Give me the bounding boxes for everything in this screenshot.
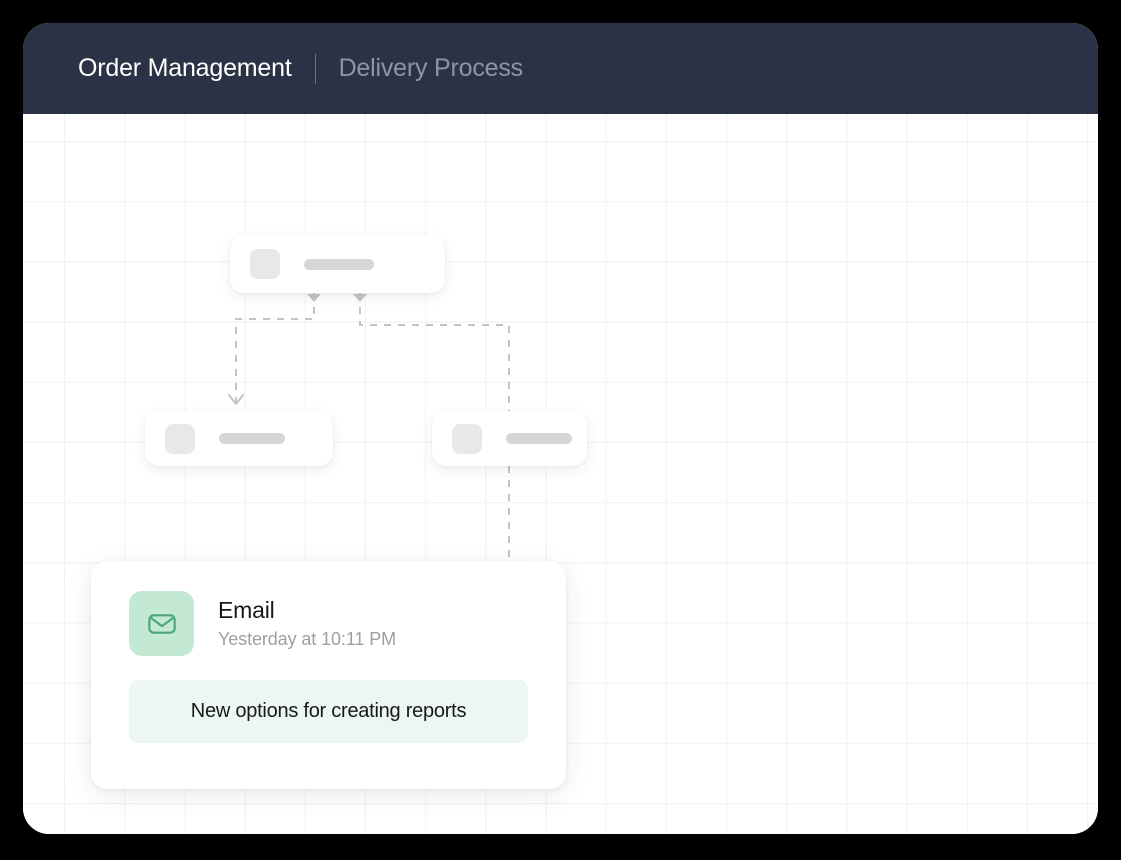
flow-node-left[interactable] bbox=[145, 411, 333, 466]
breadcrumb-item-order-management[interactable]: Order Management bbox=[78, 54, 292, 82]
breadcrumb-separator bbox=[314, 53, 316, 84]
breadcrumb-item-delivery-process[interactable]: Delivery Process bbox=[338, 54, 524, 82]
notification-timestamp: Yesterday at 10:11 PM bbox=[218, 628, 397, 649]
notification-title: Email bbox=[218, 597, 275, 624]
breadcrumb: Order Management Delivery Process bbox=[78, 53, 524, 84]
flow-node-top[interactable] bbox=[230, 235, 445, 293]
flow-node-icon-placeholder bbox=[165, 423, 195, 454]
flow-node-icon-placeholder bbox=[452, 423, 482, 454]
notification-header: Email Yesterday at 10:11 PM bbox=[129, 591, 528, 656]
flow-node-label-placeholder bbox=[506, 433, 572, 444]
notification-message-banner[interactable]: New options for creating reports bbox=[129, 680, 528, 743]
flow-node-icon-placeholder bbox=[250, 249, 280, 279]
notification-card[interactable]: Email Yesterday at 10:11 PM New options … bbox=[91, 561, 566, 789]
flow-canvas[interactable]: Email Yesterday at 10:11 PM New options … bbox=[23, 114, 1098, 834]
notification-meta: Email Yesterday at 10:11 PM bbox=[218, 597, 396, 649]
arrowhead-down-left-node bbox=[228, 394, 244, 405]
arrowhead-up-right bbox=[353, 294, 367, 302]
app-window: Order Management Delivery Process bbox=[23, 23, 1098, 834]
arrowhead-up-left bbox=[307, 294, 321, 302]
flow-node-right[interactable] bbox=[432, 411, 587, 466]
flow-node-label-placeholder bbox=[219, 433, 285, 444]
header-bar: Order Management Delivery Process bbox=[23, 23, 1098, 114]
notification-message-text: New options for creating reports bbox=[190, 700, 467, 722]
envelope-icon bbox=[129, 591, 194, 656]
flow-node-label-placeholder bbox=[304, 258, 374, 270]
